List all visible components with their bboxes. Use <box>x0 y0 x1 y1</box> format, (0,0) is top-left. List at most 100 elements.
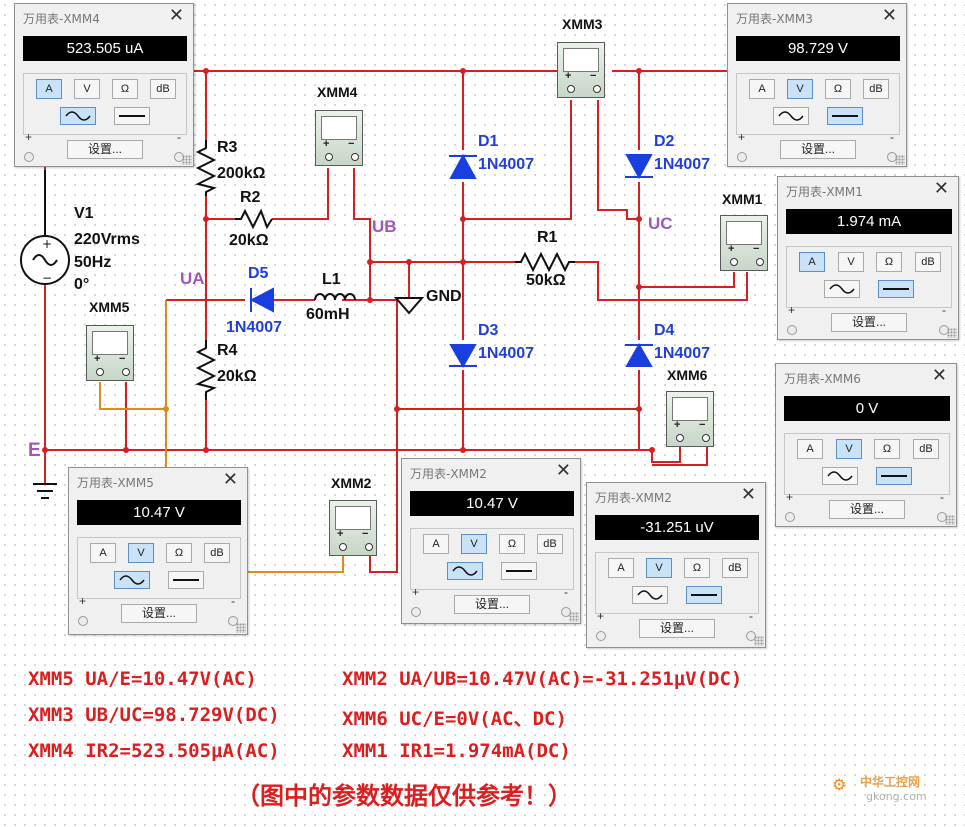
resize-grip[interactable] <box>947 328 957 338</box>
close-icon[interactable]: ✕ <box>740 484 756 504</box>
mode-db-button[interactable]: dB <box>204 543 230 563</box>
resize-grip[interactable] <box>895 155 905 165</box>
mode-a-button[interactable]: A <box>90 543 116 563</box>
close-icon[interactable]: ✕ <box>555 460 571 480</box>
plus-terminal[interactable] <box>596 631 606 641</box>
mode-db-button[interactable]: dB <box>150 79 176 99</box>
resize-grip[interactable] <box>754 636 764 646</box>
meter-xmm4[interactable]: +− <box>315 110 363 166</box>
close-icon[interactable]: ✕ <box>931 365 947 385</box>
panel-title: 万用表-XMM4 <box>23 12 100 26</box>
mode-a-button[interactable]: A <box>608 558 634 578</box>
d1-ref: D1 <box>478 133 499 150</box>
mode-ohm-button[interactable]: Ω <box>874 439 900 459</box>
plus-terminal-label: + <box>79 594 87 608</box>
mode-v-button[interactable]: V <box>836 439 862 459</box>
node-uc: UC <box>648 214 673 233</box>
resize-grip[interactable] <box>569 612 579 622</box>
mode-v-button[interactable]: V <box>128 543 154 563</box>
settings-button[interactable]: 设置... <box>831 313 907 332</box>
close-icon[interactable]: ✕ <box>881 5 897 25</box>
ac-wave-button[interactable] <box>632 586 668 604</box>
mode-db-button[interactable]: dB <box>863 79 889 99</box>
plus-terminal-label: + <box>786 490 794 504</box>
meter-xmm5[interactable]: +− <box>86 325 134 381</box>
settings-button[interactable]: 设置... <box>639 619 715 638</box>
close-icon[interactable]: ✕ <box>168 5 184 25</box>
mode-v-button[interactable]: V <box>461 534 487 554</box>
settings-button[interactable]: 设置... <box>121 604 197 623</box>
dc-line-button[interactable] <box>827 107 863 125</box>
dc-line-button[interactable] <box>501 562 537 580</box>
plus-terminal[interactable] <box>24 152 34 162</box>
mode-db-button[interactable]: dB <box>537 534 563 554</box>
mode-a-button[interactable]: A <box>799 252 825 272</box>
settings-button[interactable]: 设置... <box>829 500 905 519</box>
mode-a-button[interactable]: A <box>797 439 823 459</box>
mode-ohm-button[interactable]: Ω <box>112 79 138 99</box>
mode-db-button[interactable]: dB <box>915 252 941 272</box>
footer-note: （图中的参数数据仅供参考！） <box>236 782 572 810</box>
minus-terminal[interactable] <box>228 616 238 626</box>
plus-terminal[interactable] <box>737 152 747 162</box>
settings-button[interactable]: 设置... <box>780 140 856 159</box>
dc-line-button[interactable] <box>114 107 150 125</box>
settings-button[interactable]: 设置... <box>454 595 530 614</box>
ac-wave-button[interactable] <box>114 571 150 589</box>
sine-wave-icon <box>65 111 91 121</box>
dc-line-button[interactable] <box>168 571 204 589</box>
dc-line-icon <box>173 579 199 581</box>
meter-xmm3[interactable]: +− <box>557 42 605 98</box>
plus-terminal[interactable] <box>785 512 795 522</box>
plus-terminal[interactable] <box>78 616 88 626</box>
mode-a-button[interactable]: A <box>36 79 62 99</box>
mode-db-button[interactable]: dB <box>913 439 939 459</box>
minus-terminal-label: - <box>749 609 753 623</box>
meter-xmm1[interactable]: +− <box>720 215 768 271</box>
note-xmm2: XMM2 UA/UB=10.47V(AC)=-31.251μV(DC) <box>342 668 743 690</box>
ac-wave-button[interactable] <box>773 107 809 125</box>
node-ub: UB <box>372 217 397 236</box>
resize-grip[interactable] <box>945 515 955 525</box>
mode-ohm-button[interactable]: Ω <box>684 558 710 578</box>
dc-line-button[interactable] <box>876 467 912 485</box>
mode-ohm-button[interactable]: Ω <box>825 79 851 99</box>
mode-a-button[interactable]: A <box>423 534 449 554</box>
meter-xmm6[interactable]: +− <box>666 391 714 447</box>
mode-ohm-button[interactable]: Ω <box>876 252 902 272</box>
mode-v-button[interactable]: V <box>74 79 100 99</box>
close-icon[interactable]: ✕ <box>222 469 238 489</box>
mode-db-button[interactable]: dB <box>722 558 748 578</box>
mode-ohm-button[interactable]: Ω <box>166 543 192 563</box>
settings-button[interactable]: 设置... <box>67 140 143 159</box>
ac-wave-button[interactable] <box>60 107 96 125</box>
note-xmm5: XMM5 UA/E=10.47V(AC) <box>28 668 257 690</box>
ac-wave-button[interactable] <box>824 280 860 298</box>
plus-terminal[interactable] <box>787 325 797 335</box>
meter-xmm2[interactable]: +− <box>329 500 377 556</box>
mode-v-button[interactable]: V <box>646 558 672 578</box>
mode-a-button[interactable]: A <box>749 79 775 99</box>
dc-line-button[interactable] <box>686 586 722 604</box>
mode-v-button[interactable]: V <box>838 252 864 272</box>
ac-wave-button[interactable] <box>447 562 483 580</box>
close-icon[interactable]: ✕ <box>933 178 949 198</box>
xmm2-label: XMM2 <box>331 475 372 491</box>
resize-grip[interactable] <box>236 623 246 633</box>
resize-grip[interactable] <box>182 155 192 165</box>
diode-d4 <box>625 342 653 367</box>
dc-line-button[interactable] <box>878 280 914 298</box>
mode-ohm-button[interactable]: Ω <box>499 534 525 554</box>
d2-ref: D2 <box>654 133 675 150</box>
plus-terminal[interactable] <box>411 607 421 617</box>
r3-ref: R3 <box>217 139 238 156</box>
ac-wave-button[interactable] <box>822 467 858 485</box>
mode-v-button[interactable]: V <box>787 79 813 99</box>
